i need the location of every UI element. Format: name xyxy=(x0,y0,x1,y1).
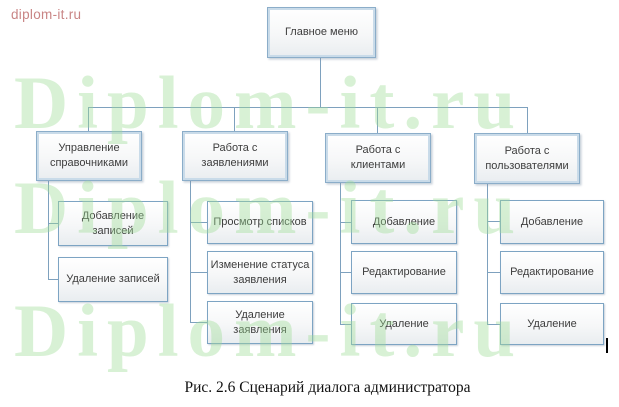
node-users-edit[interactable]: Редактирование xyxy=(500,251,604,294)
node-branch-users[interactable]: Работа с пользователями xyxy=(474,133,580,184)
connector-stub xyxy=(340,272,351,273)
node-label: Работа с клиентами xyxy=(350,144,406,171)
node-delete-application[interactable]: Удаление заявления xyxy=(207,301,313,344)
connector-stub xyxy=(487,272,500,273)
connector-trunk-branch2 xyxy=(190,181,191,323)
node-clients-delete[interactable]: Удаление xyxy=(351,303,457,345)
node-label: Добавление xyxy=(372,215,436,228)
node-label: Работа с заявлениями xyxy=(201,142,269,169)
node-label: Редактирование xyxy=(510,266,594,279)
node-delete-records[interactable]: Удаление записей xyxy=(58,257,168,302)
node-label: Изменение статуса заявления xyxy=(210,258,310,286)
node-clients-edit[interactable]: Редактирование xyxy=(351,251,457,294)
node-clients-add[interactable]: Добавление xyxy=(351,200,457,244)
node-label: Редактирование xyxy=(362,266,446,279)
connector-trunk-branch1 xyxy=(48,181,49,280)
node-label: Удаление xyxy=(379,317,429,330)
connector-stub xyxy=(487,221,500,222)
connector-stub xyxy=(48,223,58,224)
connector-stub xyxy=(340,324,351,325)
connector-drop-branch2 xyxy=(234,107,235,131)
connector-stub xyxy=(487,324,500,325)
connector-root-drop xyxy=(320,58,321,107)
node-branch-clients[interactable]: Работа с клиентами xyxy=(325,133,431,183)
connector-drop-branch3 xyxy=(377,107,378,133)
connector-stub xyxy=(48,279,58,280)
connector-stub xyxy=(190,272,207,273)
figure-caption: Рис. 2.6 Сценарий диалога администратора xyxy=(184,379,471,396)
node-main-menu[interactable]: Главное меню xyxy=(267,7,376,58)
connector-drop-branch1 xyxy=(88,107,89,131)
watermark-diplom-corner: diplom-it.ru xyxy=(11,7,82,22)
connector-drop-branch4 xyxy=(527,107,528,133)
connector-trunk-branch4 xyxy=(487,184,488,325)
connector-bus xyxy=(88,107,528,108)
node-label: Удаление xyxy=(527,317,577,330)
connector-stub xyxy=(340,222,351,223)
node-change-application-status[interactable]: Изменение статуса заявления xyxy=(207,251,313,294)
node-view-lists[interactable]: Просмотр списков xyxy=(207,201,313,244)
node-label: Удаление записей xyxy=(66,273,160,286)
node-label: Добавление записей xyxy=(81,209,145,237)
node-label: Удаление заявления xyxy=(233,308,287,336)
connector-trunk-branch3 xyxy=(340,183,341,325)
connector-stub xyxy=(190,222,207,223)
node-label: Просмотр списков xyxy=(213,216,307,229)
node-label: Работа с пользователями xyxy=(485,144,569,172)
node-add-records[interactable]: Добавление записей xyxy=(58,201,168,246)
node-branch-applications[interactable]: Работа с заявлениями xyxy=(182,131,288,181)
node-label: Главное меню xyxy=(284,26,359,39)
node-users-add[interactable]: Добавление xyxy=(500,200,604,244)
watermark-diplom-row1: Diplom-it.ru xyxy=(14,62,525,145)
text-cursor xyxy=(606,338,608,353)
node-branch-directories[interactable]: Управление справочниками xyxy=(36,131,142,181)
node-label: Управление справочниками xyxy=(49,142,129,169)
node-label: Добавление xyxy=(520,215,584,228)
connector-stub xyxy=(190,322,207,323)
node-users-delete[interactable]: Удаление xyxy=(500,303,604,345)
